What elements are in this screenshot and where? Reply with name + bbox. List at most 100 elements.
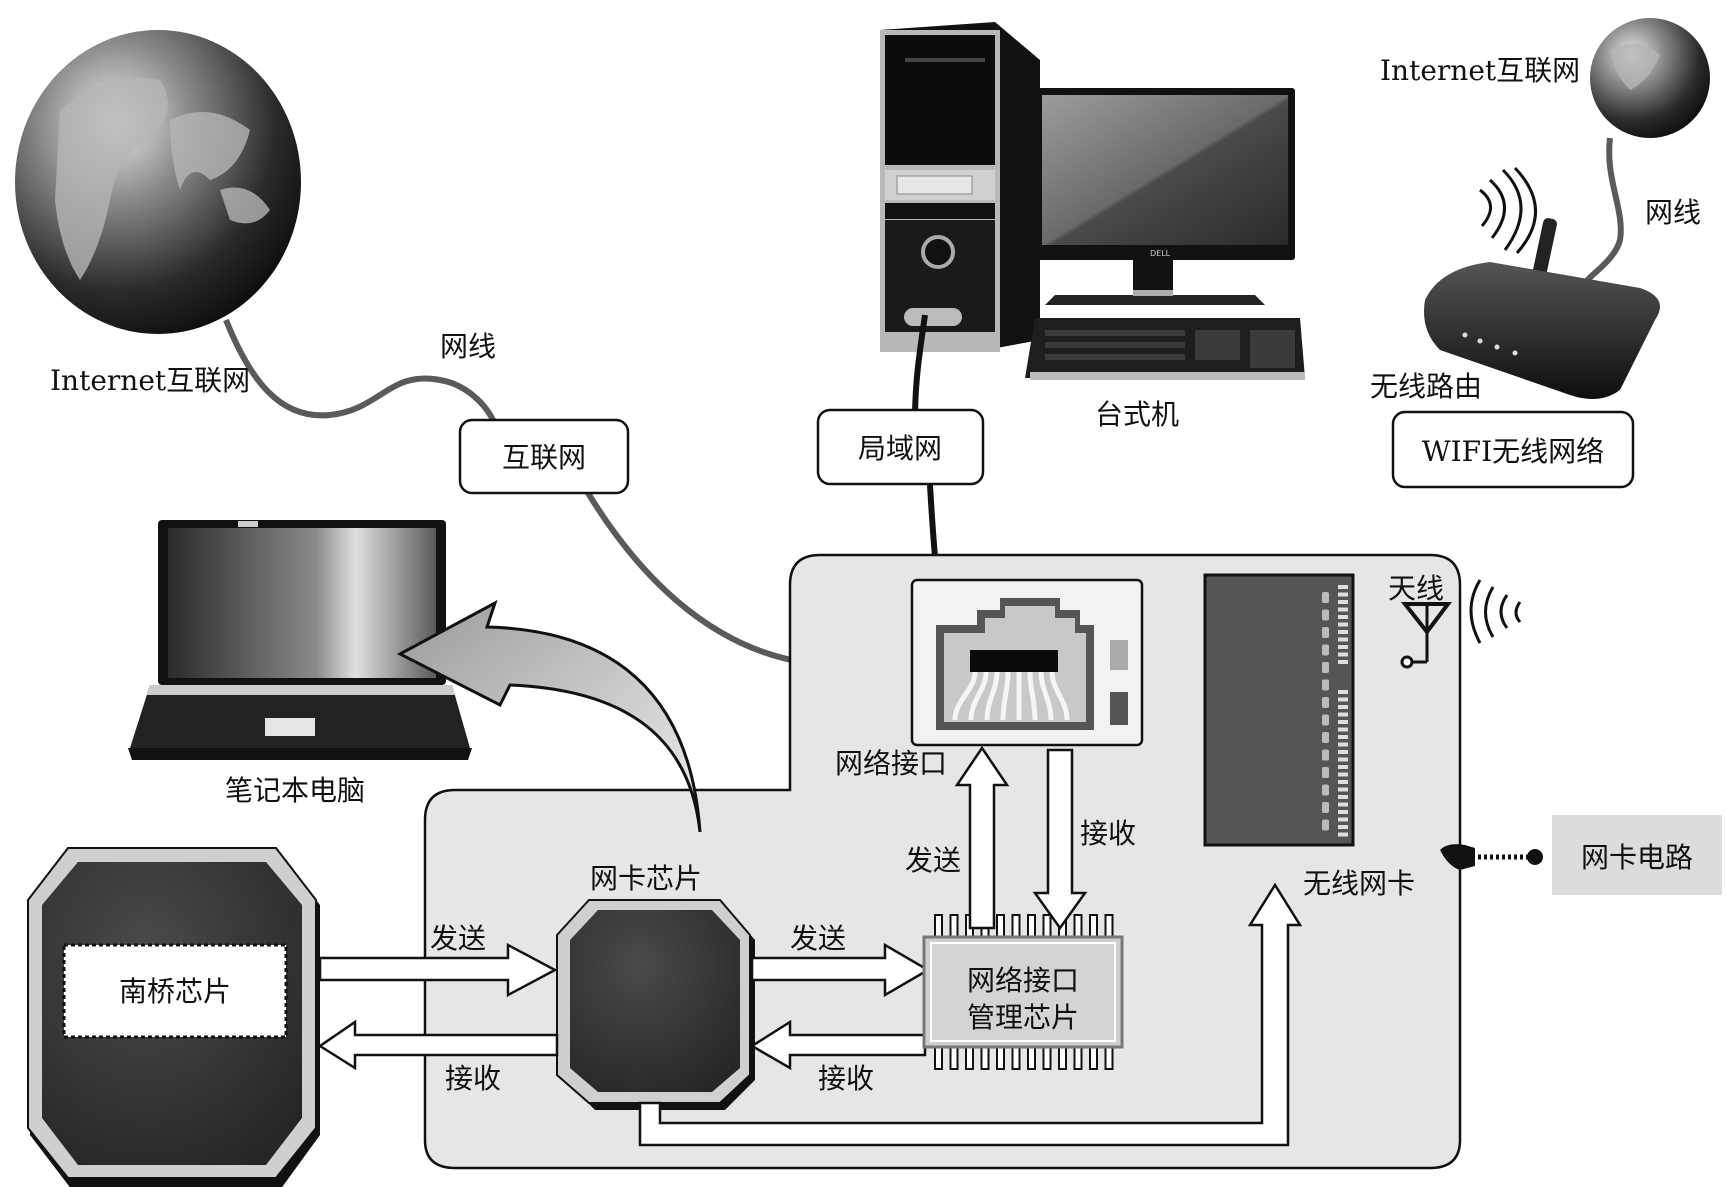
receive-arrow-2	[749, 1019, 927, 1071]
rj45-wire	[1038, 671, 1054, 721]
pcb-component	[1322, 592, 1329, 603]
pcb-component	[1322, 679, 1329, 691]
svg-text:管理芯片: 管理芯片	[967, 1001, 1079, 1034]
pcb-contact	[1338, 592, 1348, 597]
network-port-label: 网络接口	[835, 747, 947, 780]
internet-globe-right	[1590, 18, 1710, 138]
chip-pin	[1073, 914, 1083, 938]
continents	[55, 78, 270, 280]
router-icon	[1424, 218, 1660, 399]
chip-pin	[949, 914, 959, 938]
send-arrow-3	[954, 745, 1010, 930]
pcb-contact	[1338, 720, 1348, 724]
pcb-contact	[1338, 630, 1348, 634]
pcb-contact	[1338, 712, 1348, 717]
send-arrow-1	[318, 942, 558, 998]
svg-text:互联网: 互联网	[502, 441, 586, 474]
pcb-component	[1322, 819, 1329, 831]
globe-label-left: Internet互联网	[50, 364, 250, 397]
to-laptop-arrow	[396, 599, 702, 833]
wifi-signal-antenna	[1469, 579, 1522, 644]
wifi-signal-router	[1479, 166, 1537, 254]
send-label-2: 发送	[790, 922, 846, 955]
pcb-component	[1322, 784, 1329, 796]
pcb-contact	[1338, 742, 1348, 747]
pcb-contact	[1338, 645, 1348, 649]
ethernet-cable-right	[1582, 137, 1624, 285]
chip-pin	[980, 1046, 990, 1070]
pcb-contact	[1338, 637, 1348, 642]
receive-label-1: 接收	[445, 1062, 501, 1095]
pcb-component	[1322, 749, 1329, 761]
receive-label-3: 接收	[1080, 817, 1136, 850]
pcb-contact	[1338, 787, 1348, 792]
internet-globe-left	[15, 30, 301, 334]
chip-pin	[1027, 914, 1036, 938]
svg-text:网卡电路: 网卡电路	[1581, 841, 1693, 874]
southbridge-chip: 南桥芯片	[27, 847, 320, 1187]
pcb-contact	[1338, 810, 1348, 814]
pcb-component	[1322, 627, 1329, 638]
pcb-contact	[1338, 652, 1348, 657]
rj45-wire	[1027, 671, 1038, 721]
desktop-computer: DELL	[880, 22, 1305, 380]
chip-pin	[1073, 1046, 1083, 1070]
chip-pin	[965, 1046, 974, 1070]
router-label: 无线路由	[1370, 370, 1482, 403]
globe-label-right: Internet互联网	[1380, 54, 1580, 87]
pcb-contact	[1338, 735, 1348, 739]
chip-pin	[1042, 1046, 1052, 1070]
pcb-contact	[1338, 697, 1348, 702]
chip-pin	[934, 1046, 943, 1070]
wifi-network-box: WIFI无线网络	[1391, 410, 1635, 489]
nic-chip-label: 网卡芯片	[590, 862, 702, 895]
chip-pin	[1011, 1046, 1021, 1070]
pcb-contact	[1338, 690, 1348, 694]
pcb-component	[1322, 767, 1329, 778]
pcb-contact	[1338, 802, 1348, 807]
ethernet-cable-left	[223, 318, 498, 427]
pcb-contact	[1338, 765, 1348, 769]
rj45-wire	[968, 671, 989, 721]
pc-tower-icon	[880, 22, 1040, 352]
send-arrow-2	[750, 942, 931, 998]
lan-box: 局域网	[816, 408, 985, 486]
rj45-port-icon	[910, 578, 1144, 747]
nic-circuit-callout: 网卡电路	[1440, 815, 1722, 895]
pcb-contact	[1338, 727, 1348, 732]
laptop-icon	[128, 520, 472, 760]
chip-pin	[996, 1046, 1005, 1070]
pcb-component	[1322, 644, 1329, 656]
receive-arrow-1	[317, 1019, 559, 1071]
pcb-contact	[1338, 825, 1348, 829]
chip-pin	[934, 914, 943, 938]
wireless-card-pcb	[1203, 573, 1355, 847]
rj45-wire	[1000, 671, 1011, 721]
internet-box: 互联网	[458, 418, 630, 495]
rj45-wire	[984, 671, 1000, 721]
port-management-chip: 网络接口 管理芯片	[922, 914, 1124, 1070]
globe-icon	[1590, 18, 1710, 138]
pcb-contact	[1338, 795, 1348, 799]
nic-chip	[556, 899, 755, 1110]
chip-pin	[996, 914, 1005, 938]
send-label-1: 发送	[430, 922, 486, 955]
chip-pin	[1027, 1046, 1036, 1070]
antenna-icon	[1400, 602, 1452, 669]
pcb-contact	[1338, 607, 1348, 612]
svg-text:网络接口: 网络接口	[967, 964, 1079, 997]
svg-text:DELL: DELL	[1150, 249, 1171, 258]
chip-pin	[1089, 914, 1098, 938]
svg-text:WIFI无线网络: WIFI无线网络	[1422, 435, 1604, 468]
pcb-contact	[1338, 622, 1348, 627]
pcb-contact	[1338, 750, 1348, 754]
pcb-component	[1322, 662, 1329, 673]
cable-label-left: 网线	[440, 330, 496, 363]
chip-pin	[1011, 914, 1021, 938]
receive-label-2: 接收	[818, 1062, 874, 1095]
chip-pin	[1089, 1046, 1098, 1070]
rj45-wire	[1049, 671, 1070, 721]
antenna-label: 天线	[1388, 572, 1444, 605]
pcb-contact	[1338, 780, 1348, 784]
monitor-icon: DELL	[1035, 88, 1295, 305]
